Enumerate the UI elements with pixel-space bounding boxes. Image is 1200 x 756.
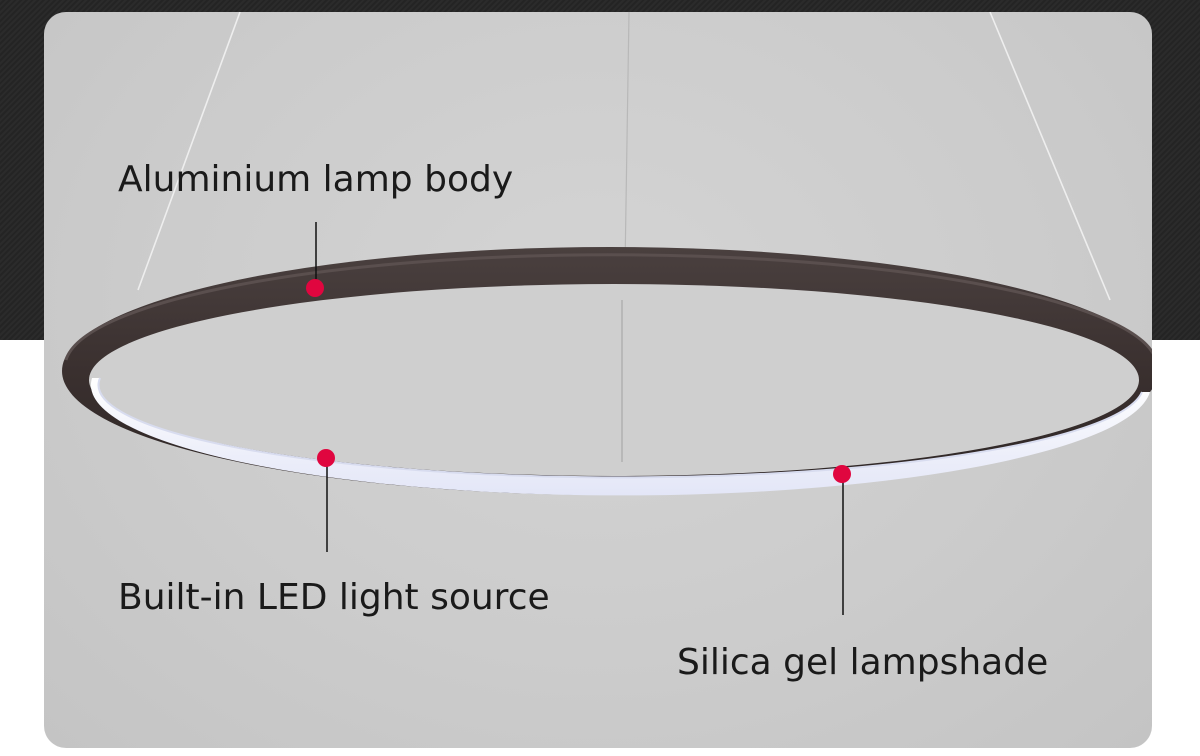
diffuser-inner-edge [97,377,1143,479]
suspension-wire-right [989,12,1111,301]
marker-lamp-body [306,279,324,297]
callout-label-lamp-body: Aluminium lamp body [118,159,514,200]
callout-label-led-source: Built-in LED light source [118,577,550,618]
marker-led-source [317,449,335,467]
suspension-wire-left [137,12,241,291]
marker-lampshade [833,465,851,483]
callout-label-lampshade: Silica gel lampshade [677,642,1049,683]
silica-gel-diffuser [90,378,1151,496]
lamp-ring-top-edge [64,253,1152,361]
lamp-ring-opening [89,284,1139,476]
